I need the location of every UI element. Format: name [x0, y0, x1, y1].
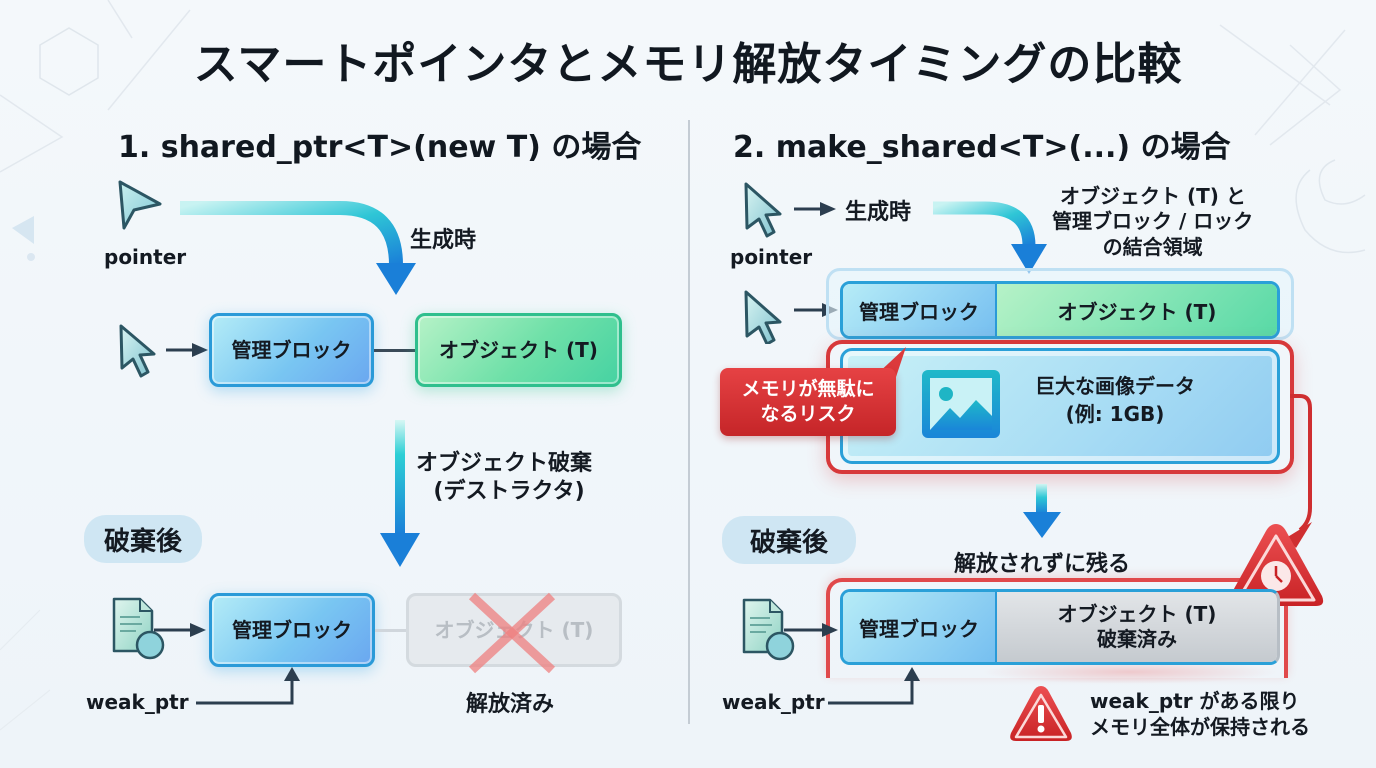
cursor-icon	[744, 182, 782, 238]
document-icon	[742, 598, 795, 661]
ghost-connector-line	[375, 629, 407, 632]
creation-curved-arrow	[180, 201, 416, 295]
left-creation-label: 生成時	[410, 228, 477, 253]
remains-label: 解放されずに残る	[954, 552, 1131, 577]
big-data-line2: (例: 1GB)	[1065, 402, 1165, 426]
big-data-line1: 巨大な画像データ	[1035, 374, 1195, 398]
destroyed-object-line2: 破棄済み	[1097, 627, 1177, 651]
risk-connector-arrow	[1286, 394, 1312, 548]
document-icon	[112, 597, 165, 660]
combined-curved-arrow	[933, 201, 1047, 274]
left-control-block: 管理ブロック	[209, 313, 374, 387]
destroy-label: オブジェクト破棄 (デストラクタ)	[416, 450, 592, 505]
big-image-data-box	[840, 348, 1280, 464]
weak-ref-arrow	[784, 623, 838, 637]
right-object-box: オブジェクト (T)	[997, 284, 1277, 336]
warning-line1: weak_ptr がある限り	[1090, 689, 1300, 713]
destroyed-object-region: オブジェクト (T) 破棄済み	[997, 592, 1277, 662]
cursor-icon	[119, 324, 156, 378]
pointer-to-block-arrow	[166, 343, 208, 357]
destroy-arrow	[380, 420, 420, 567]
combined-note-line3: の結合領域	[1102, 234, 1203, 259]
exclamation-warning-icon	[1010, 686, 1072, 741]
retained-combined-block: 管理ブロック オブジェクト (T) 破棄済み	[840, 589, 1280, 665]
section-divider	[688, 120, 690, 724]
right-after-badge: 破棄後	[722, 516, 856, 564]
right-weak-ptr-label: weak_ptr	[722, 690, 825, 714]
combined-block: 管理ブロック オブジェクト (T)	[840, 281, 1280, 339]
warning-line2: メモリ全体が保持される	[1090, 715, 1310, 739]
left-section-heading: 1. shared_ptr<T>(new T) の場合	[118, 130, 642, 165]
left-weak-ptr-label: weak_ptr	[86, 690, 189, 714]
weak-ptr-arrow	[828, 667, 920, 705]
right-after-control-block: 管理ブロック	[843, 592, 997, 662]
destroy-label-line1: オブジェクト破棄	[416, 451, 593, 476]
destroyed-object-line1: オブジェクト (T)	[1057, 602, 1217, 626]
right-section-heading: 2. make_shared<T>(...) の場合	[733, 130, 1231, 165]
risk-callout-line2: なるリスク	[760, 403, 856, 425]
right-control-block: 管理ブロック	[843, 284, 997, 336]
released-label: 解放済み	[466, 692, 555, 717]
right-pointer-label: pointer	[730, 245, 813, 269]
risk-callout-line1: メモリが無駄に	[741, 378, 875, 401]
destroy-label-line2: (デストラクタ)	[433, 478, 585, 504]
image-icon	[922, 370, 1000, 438]
memory-waste-risk-callout: メモリが無駄に なるリスク	[720, 368, 896, 436]
left-after-badge: 破棄後	[84, 515, 202, 563]
combined-note-line2: 管理ブロック / ロック	[1052, 209, 1254, 234]
page-title: スマートポインタとメモリ解放タイミングの比較	[193, 39, 1183, 90]
clock-warning-icon	[1228, 524, 1324, 606]
combined-note-line1: オブジェクト (T) と	[1060, 184, 1246, 208]
left-object-box: オブジェクト (T)	[415, 313, 622, 387]
block-connector-line	[374, 349, 416, 352]
cursor-icon	[744, 290, 782, 344]
big-image-data-label: 巨大な画像データ (例: 1GB)	[990, 372, 1240, 428]
weak-ptr-arrow	[196, 667, 300, 705]
cross-icon	[468, 592, 556, 674]
left-pointer-label: pointer	[104, 245, 187, 269]
left-after-control-block: 管理ブロック	[209, 593, 375, 667]
pointer-arrow-icon	[118, 180, 162, 230]
combined-region-note: オブジェクト (T) と 管理ブロック / ロック の結合領域	[1052, 184, 1253, 260]
right-creation-label: 生成時	[845, 200, 912, 225]
pointer-to-creation-arrow	[794, 202, 836, 216]
warning-note: weak_ptr がある限り メモリ全体が保持される	[1090, 688, 1310, 740]
after-arrow	[1023, 484, 1061, 538]
weak-ref-arrow	[154, 623, 206, 637]
